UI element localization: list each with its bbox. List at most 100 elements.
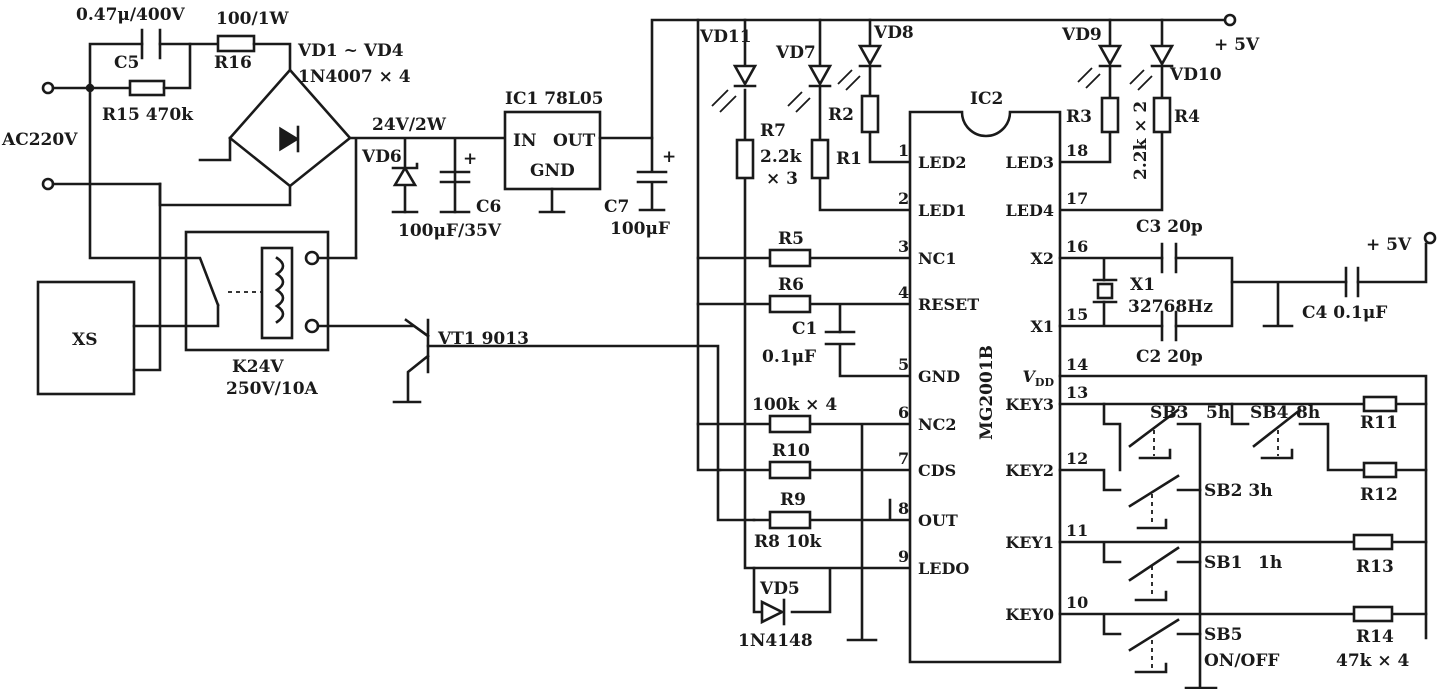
c6-label: C6 bbox=[476, 197, 501, 217]
ic2-pin-name-text: X2 bbox=[1030, 249, 1054, 268]
r5-resistor bbox=[768, 248, 812, 268]
sb3-time-label: 5h bbox=[1206, 403, 1230, 423]
vd6-zener bbox=[392, 165, 418, 187]
sb1-switch bbox=[1128, 546, 1202, 582]
relay-k24v bbox=[184, 230, 330, 352]
vd11-led bbox=[732, 64, 758, 87]
r3-resistor bbox=[1100, 96, 1120, 134]
r14-label: R14 bbox=[1356, 627, 1394, 647]
vd9-label: VD9 bbox=[1061, 25, 1102, 45]
vdd-wire bbox=[1058, 374, 1428, 640]
r16-label: R16 bbox=[214, 53, 252, 73]
r7-value-label: 2.2k bbox=[760, 147, 803, 167]
left-network-section: R5 R6 C1 0.1μF 100k × 4 R10 R9 R8 10k VD… bbox=[696, 229, 912, 651]
ac-to-relay-wire bbox=[88, 86, 188, 260]
sb3-switch bbox=[1128, 408, 1202, 689]
vd10-string-wire bbox=[1058, 18, 1164, 212]
relay-name-label: K24V bbox=[232, 357, 284, 377]
c3-capacitor bbox=[1160, 242, 1178, 274]
vd6-label: VD6 bbox=[361, 147, 402, 167]
r16-resistor bbox=[216, 34, 256, 53]
ic2-pin-name: LED1 bbox=[918, 201, 966, 220]
ic2-pin-name: KEY1 bbox=[1005, 533, 1054, 552]
ac-input-label: AC220V bbox=[1, 130, 78, 150]
r16-value-label: 100/1W bbox=[216, 9, 290, 29]
r7-label: R7 bbox=[760, 121, 786, 141]
r8-label: R8 10k bbox=[754, 532, 823, 552]
r14-resistor bbox=[1352, 605, 1394, 623]
r13-label: R13 bbox=[1356, 557, 1394, 577]
r14-value-label: 47k × 4 bbox=[1336, 651, 1410, 671]
regulator-label: IC1 78L05 bbox=[505, 89, 604, 109]
sb2-switch bbox=[1128, 474, 1202, 508]
nc2-wire bbox=[696, 422, 912, 642]
ic2-pin-name-text: KEY2 bbox=[1005, 461, 1054, 480]
c1-label: C1 bbox=[792, 319, 817, 339]
ic2-pin-name-text: X1 bbox=[1030, 317, 1054, 336]
led-section: VD11 R7 2.2k × 3 VD7 R1 VD8 R2 VD9 R3 bbox=[696, 18, 1222, 570]
bridge-ac-wire bbox=[158, 182, 292, 207]
ic2-pin-name: GND bbox=[918, 367, 960, 386]
ic2-pin-number: 15 bbox=[1066, 305, 1088, 324]
plus5v-right-terminal bbox=[1423, 231, 1437, 245]
transistor-vt1 bbox=[392, 318, 430, 404]
relay-coil-terminal-bottom bbox=[304, 318, 320, 334]
vd11-label: VD11 bbox=[699, 27, 752, 47]
sb4-cap bbox=[1260, 448, 1294, 460]
sb1-cap bbox=[1134, 590, 1168, 602]
ic2-left-pins: 1LED22LED13NC14RESET5GND6NC27CDS8OUT9LED… bbox=[898, 141, 979, 578]
c6-plus-sign: + bbox=[463, 149, 477, 169]
c3-label: C3 20p bbox=[1136, 217, 1203, 237]
ic2-pin-name-subscript: DD bbox=[1035, 376, 1055, 389]
ic2-pin-name: KEY0 bbox=[1005, 605, 1054, 624]
r9-resistor bbox=[768, 510, 812, 530]
r15-resistor bbox=[128, 79, 166, 97]
ic2-pin-name: X2 bbox=[1030, 249, 1054, 268]
vd10-label: VD10 bbox=[1169, 65, 1222, 85]
ic2-pin-number: 10 bbox=[1066, 593, 1088, 612]
ic2-pin-name: RESET bbox=[918, 295, 979, 314]
r2-label: R2 bbox=[828, 105, 854, 125]
c5-label: C5 bbox=[114, 53, 139, 73]
r9-label: R9 bbox=[780, 490, 806, 510]
r10-label: R10 bbox=[772, 441, 810, 461]
bridge-rectifier bbox=[228, 68, 352, 188]
ic2-pin-name: NC1 bbox=[918, 249, 957, 268]
regulator-gnd-pin: GND bbox=[530, 161, 575, 181]
r4-resistor bbox=[1152, 96, 1172, 134]
sb3-label: SB3 bbox=[1150, 403, 1188, 423]
c7-plus-sign: + bbox=[662, 147, 676, 167]
ic2-pin-name: X1 bbox=[1030, 317, 1054, 336]
r100k-resistor bbox=[768, 414, 812, 434]
relay-contact bbox=[184, 256, 220, 328]
vd6-zener-bar bbox=[391, 162, 419, 170]
x1-value-label: 32768Hz bbox=[1128, 297, 1213, 317]
r12-label: R12 bbox=[1360, 485, 1398, 505]
keys-section: SB3 5h SB4 8h R11 R12 SB2 3h SB1 1h R13 … bbox=[1058, 374, 1428, 689]
r100k-label: 100k × 4 bbox=[752, 395, 837, 415]
left-bus-wire bbox=[696, 18, 722, 472]
ledo-wire bbox=[752, 566, 912, 614]
sb2-label: SB2 3h bbox=[1204, 481, 1273, 501]
r6-resistor bbox=[768, 294, 812, 314]
sb2-cap bbox=[1136, 518, 1168, 530]
plus5v-top-terminal bbox=[1223, 13, 1237, 27]
c2-label: C2 20p bbox=[1136, 347, 1203, 367]
ic2-body bbox=[908, 110, 1062, 664]
rail-24v-label: 24V/2W bbox=[372, 115, 447, 135]
vd8-string-wire bbox=[868, 18, 912, 164]
vd9-led bbox=[1097, 44, 1123, 67]
ic2-pin-number: 14 bbox=[1066, 355, 1088, 374]
vd5-value-label: 1N4148 bbox=[738, 631, 813, 651]
out-wire bbox=[752, 498, 912, 522]
c4-label: C4 0.1μF bbox=[1302, 303, 1387, 323]
bridge-diode-symbol bbox=[279, 126, 300, 152]
r13-resistor bbox=[1352, 533, 1394, 551]
r1-resistor bbox=[810, 138, 830, 180]
c4-capacitor bbox=[1344, 266, 1360, 298]
vd7-string-wire bbox=[818, 18, 912, 212]
transistor-base-wire bbox=[426, 344, 756, 522]
transistor-label: VT1 9013 bbox=[437, 329, 529, 349]
c5-capacitor bbox=[140, 28, 162, 60]
